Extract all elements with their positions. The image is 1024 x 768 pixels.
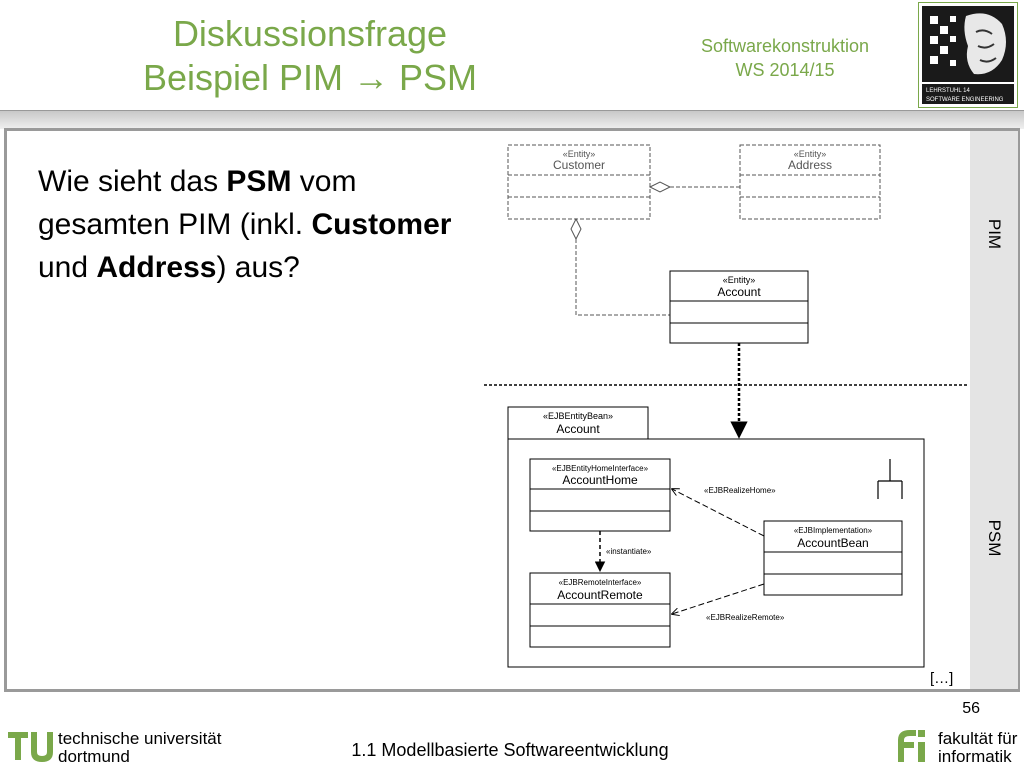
account-remote-stereotype: «EJBRemoteInterface» — [559, 578, 642, 587]
slide-title: Diskussionsfrage Beispiel PIM → PSM — [60, 12, 560, 100]
question-bold-address: Address — [96, 251, 217, 284]
side-band — [970, 131, 1018, 689]
title-line-2: Beispiel PIM → PSM — [142, 57, 478, 98]
realize-home-arrow — [672, 489, 765, 537]
class-address: «Entity» Address — [739, 144, 881, 220]
package-stereotype: «EJBEntityBean» — [543, 411, 613, 421]
header-divider — [0, 110, 1024, 129]
class-account-home: «EJBEntityHomeInterface» AccountHome — [529, 458, 671, 532]
title-line-1: Diskussionsfrage — [172, 13, 448, 54]
lecture-title: 1.1 Modellbasierte Softwareentwicklung — [351, 740, 669, 760]
realize-home-label: «EJBRealizeHome» — [704, 486, 776, 495]
chair-logo: LEHRSTUHL 14 SOFTWARE ENGINEERING — [918, 2, 1018, 108]
side-label-pim: PIM — [985, 218, 1004, 250]
ellipsis-note: […] — [930, 670, 954, 687]
question-text-2: vom gesamten PIM (inkl. — [38, 165, 357, 241]
uni-line-2: dortmund — [58, 747, 130, 766]
class-account-pim: «Entity» Account — [669, 270, 809, 344]
question-bold-customer: Customer — [311, 208, 452, 241]
account-pim-stereotype: «Entity» — [723, 275, 756, 285]
fi-logo — [898, 730, 925, 762]
realize-remote-arrow — [672, 583, 765, 614]
course-info: Softwarekonstruktion WS 2014/15 — [665, 34, 905, 82]
class-account-remote: «EJBRemoteInterface» AccountRemote — [529, 572, 671, 648]
class-customer: «Entity» Customer — [507, 144, 651, 220]
aggregation-diamond-account — [570, 217, 582, 241]
realize-remote-label: «EJBRealizeRemote» — [706, 613, 785, 622]
page-number: 56 — [962, 700, 980, 717]
fak-line-1: fakultät für — [938, 729, 1018, 748]
course-term: WS 2014/15 — [735, 60, 835, 80]
class-account-bean: «EJBImplementation» AccountBean — [763, 520, 903, 596]
association-customer-account — [575, 239, 670, 316]
customer-stereotype: «Entity» — [563, 149, 596, 159]
logo-text-2: SOFTWARE ENGINEERING — [926, 97, 1004, 103]
address-stereotype: «Entity» — [794, 149, 827, 159]
uni-name: technische universität dortmund — [58, 730, 221, 766]
question-text-4: ) aus? — [216, 251, 300, 284]
tu-logo — [8, 732, 53, 762]
account-bean-name: AccountBean — [797, 536, 868, 550]
question-bold-psm: PSM — [226, 165, 292, 198]
address-name: Address — [788, 158, 832, 172]
instantiate-label: «instantiate» — [606, 547, 652, 556]
question-text-1: Wie sieht das — [38, 165, 227, 198]
account-home-name: AccountHome — [562, 473, 638, 487]
fork-icon — [877, 459, 903, 499]
uml-diagram: «Entity» Customer «Entity» Address «Enti… — [484, 144, 968, 668]
account-remote-name: AccountRemote — [557, 588, 643, 602]
account-bean-stereotype: «EJBImplementation» — [794, 526, 873, 535]
uni-line-1: technische universität — [58, 729, 222, 748]
question-text-3: und — [38, 251, 97, 284]
fak-line-2: informatik — [938, 747, 1012, 766]
account-pim-name: Account — [717, 285, 761, 299]
side-label-psm: PSM — [985, 519, 1004, 557]
logo-text-1: LEHRSTUHL 14 — [926, 88, 970, 94]
account-home-stereotype: «EJBEntityHomeInterface» — [552, 464, 649, 473]
aggregation-diamond-address — [648, 181, 672, 193]
discussion-question: Wie sieht das PSM vom gesamten PIM (inkl… — [38, 160, 458, 289]
package-name: Account — [556, 422, 600, 436]
faculty-name: fakultät für informatik — [938, 730, 1017, 766]
customer-name: Customer — [553, 158, 605, 172]
course-name: Softwarekonstruktion — [700, 36, 870, 56]
